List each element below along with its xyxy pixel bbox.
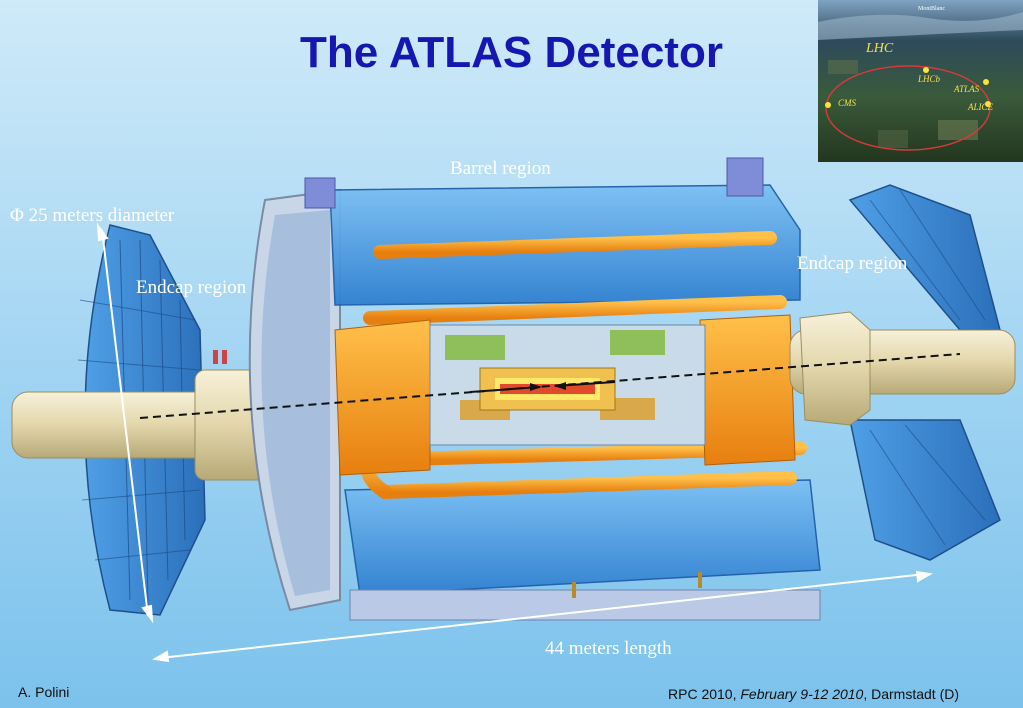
length-arrow [152,570,933,663]
footer-conf-dates: February 9-12 2010 [740,686,864,702]
map-label-lhcb: LHCb [917,74,941,84]
toroid-magnet-coils [361,231,807,499]
endcap-region-label-left: Endcap region [136,277,247,298]
lhc-aerial-map: MontBlanc LHC LHCb ATLAS CMS ALICE [818,0,1023,162]
endcap-toroid-left [334,319,431,476]
footer-author: A. Polini [18,684,70,700]
map-label-atlas: ATLAS [953,84,980,94]
footer-conference: RPC 2010, February 9-12 2010, Darmstadt … [668,686,959,702]
length-label: 44 meters length [545,638,672,659]
beam-axis [139,353,961,419]
map-label-cms: CMS [838,98,857,108]
right-big-wheel [848,184,1001,561]
scale-figures [213,350,702,598]
atlas-detector-illustration [11,157,1016,663]
endcap-toroid-right [699,314,796,466]
diameter-label: Φ 25 meters diameter [10,205,175,226]
map-label-lhc: LHC [865,41,894,56]
endcap-region-label-right: Endcap region [797,253,908,274]
diameter-arrow [96,222,154,624]
map-label-alice: ALICE [967,102,994,112]
footer-conf-prefix: RPC 2010, [668,686,741,702]
footer-conf-suffix: , Darmstadt (D) [863,686,960,702]
barrel-region-label: Barrel region [450,158,551,179]
map-top-label: MontBlanc [918,6,945,12]
lhc-ring [825,65,991,151]
page-title: The ATLAS Detector [300,28,723,77]
